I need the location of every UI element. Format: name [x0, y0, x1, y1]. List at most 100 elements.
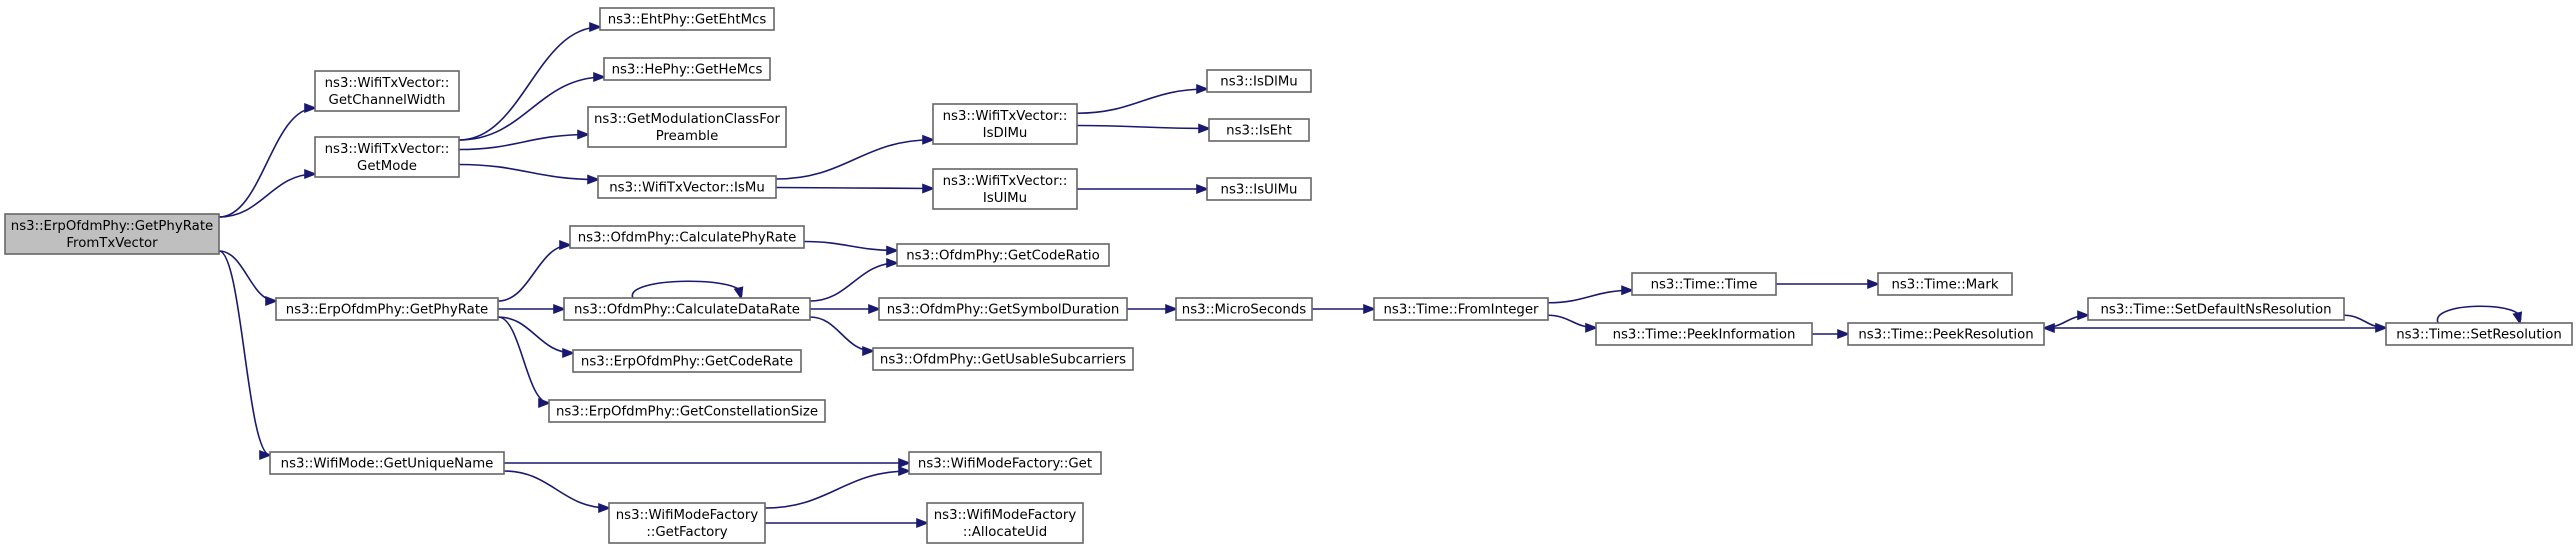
- node-getUsable[interactable]: ns3::OfdmPhy::GetUsableSubcarriers: [872, 347, 1134, 371]
- node-getUniqueName[interactable]: ns3::WifiMode::GetUniqueName: [269, 451, 505, 475]
- node-mark[interactable]: ns3::Time::Mark: [1877, 272, 2013, 296]
- node-fromInteger[interactable]: ns3::Time::FromInteger: [1373, 297, 1549, 321]
- node-calcPhyRate[interactable]: ns3::OfdmPhy::CalculatePhyRate: [569, 225, 805, 249]
- edge-line: [1076, 124, 1210, 130]
- edge-arrowhead: [733, 286, 744, 301]
- edge-arrowhead: [304, 103, 318, 113]
- edge-line: [631, 280, 743, 299]
- node-box: [932, 168, 1078, 210]
- edge-line: [775, 138, 934, 180]
- node-box: [1847, 322, 2045, 346]
- node-box: [1631, 272, 1777, 296]
- node-label: ::AllocateUid: [963, 525, 1047, 540]
- edge-arrowhead: [886, 245, 900, 256]
- node-getFactory[interactable]: ns3::WifiModeFactory::GetFactory: [608, 502, 766, 544]
- edge-getUniqueName-to-factoryGet: [504, 458, 912, 468]
- node-box: [563, 297, 811, 321]
- edge-setDefault-to-setRes: [2343, 314, 2389, 333]
- edge-arrowhead: [1165, 304, 1179, 314]
- node-time[interactable]: ns3::Time::Time: [1631, 272, 1777, 296]
- node-setRes[interactable]: ns3::Time::SetResolution: [2385, 322, 2573, 346]
- node-getPhyRate[interactable]: ns3::ErpOfdmPhy::GetPhyRate: [275, 297, 499, 321]
- edge-getFactory-to-allocUid: [764, 518, 930, 528]
- node-label: ns3::WifiTxVector::: [943, 174, 1068, 189]
- node-getSymDur[interactable]: ns3::OfdmPhy::GetSymbolDuration: [878, 297, 1128, 321]
- node-getMode[interactable]: ns3::WifiTxVector::GetMode: [314, 136, 460, 178]
- node-getCodeRatio[interactable]: ns3::OfdmPhy::GetCodeRatio: [896, 243, 1110, 267]
- node-label: ns3::ErpOfdmPhy::GetConstellationSize: [556, 405, 818, 420]
- edge-line: [458, 163, 599, 181]
- node-isDlMuVec[interactable]: ns3::WifiTxVector::IsDlMu: [932, 103, 1078, 145]
- node-label: ns3::Time::PeekResolution: [1858, 328, 2033, 343]
- node-isDlMu[interactable]: ns3::IsDlMu: [1206, 69, 1312, 93]
- edge-arrowhead: [2077, 310, 2091, 321]
- edge-arrowhead: [1198, 123, 1212, 134]
- node-label: ns3::GetModulationClassFor: [594, 112, 781, 127]
- node-box: [1208, 118, 1310, 142]
- node-label: ns3::ErpOfdmPhy::GetCodeRate: [581, 355, 793, 370]
- node-isUlMu[interactable]: ns3::IsUlMu: [1206, 177, 1312, 201]
- node-label: ns3::WifiModeFactory::Get: [918, 457, 1092, 472]
- edge-line: [497, 244, 571, 302]
- edge-line: [218, 173, 316, 218]
- node-isEht[interactable]: ns3::IsEht: [1208, 118, 1310, 142]
- node-label: ns3::IsEht: [1226, 124, 1292, 139]
- node-allocUid[interactable]: ns3::WifiModeFactory::AllocateUid: [926, 502, 1084, 544]
- edge-arrowhead: [1196, 84, 1210, 94]
- edge-arrowhead: [862, 346, 876, 356]
- node-erpGetConst[interactable]: ns3::ErpOfdmPhy::GetConstellationSize: [548, 399, 826, 423]
- edge-isDlMuVec-to-isEht: [1076, 123, 1212, 134]
- node-label: ::GetFactory: [646, 525, 727, 540]
- edge-line: [218, 250, 277, 302]
- node-getChannelWidth[interactable]: ns3::WifiTxVector::GetChannelWidth: [314, 70, 460, 112]
- node-box: [275, 297, 499, 321]
- edge-calcDataRate-to-getUsable: [809, 316, 876, 356]
- node-peekRes[interactable]: ns3::Time::PeekResolution: [1847, 322, 2045, 346]
- edge-getPhyRate-to-erpGetCodeRate: [497, 316, 576, 358]
- node-microSeconds[interactable]: ns3::MicroSeconds: [1175, 297, 1313, 321]
- node-box: [572, 349, 802, 373]
- node-label: ns3::Time::PeekInformation: [1613, 328, 1796, 343]
- edge-getMode-to-isMu: [458, 163, 601, 185]
- node-peekInfo[interactable]: ns3::Time::PeekInformation: [1595, 322, 1813, 346]
- edge-arrowhead: [898, 458, 912, 468]
- node-label: ns3::Time::Mark: [1891, 278, 1998, 293]
- edge-arrowhead: [886, 258, 900, 268]
- edge-time-to-mark: [1776, 279, 1881, 289]
- node-getEhtMcs[interactable]: ns3::EhtPhy::GetEhtMcs: [599, 7, 775, 31]
- edge-calcDataRate-to-getCodeRatio: [809, 258, 900, 302]
- edge-arrowhead: [593, 72, 607, 82]
- edge-line: [458, 76, 605, 141]
- edge-peekInfo-to-peekRes: [1812, 329, 1851, 339]
- node-label: ns3::WifiTxVector::: [325, 142, 450, 157]
- edge-calcDataRate-to-getSymDur: [810, 304, 882, 314]
- edge-line: [1547, 289, 1633, 304]
- node-box: [908, 451, 1102, 475]
- edge-getPhyRate-to-calcPhyRate: [497, 240, 573, 302]
- node-factoryGet[interactable]: ns3::WifiModeFactory::Get: [908, 451, 1102, 475]
- node-box: [1373, 297, 1549, 321]
- node-label: ns3::WifiTxVector::IsMu: [609, 181, 765, 196]
- edge-calcDataRate-to-calcDataRate: [631, 280, 744, 301]
- node-label: ns3::WifiTxVector::: [943, 109, 1068, 124]
- node-isMu[interactable]: ns3::WifiTxVector::IsMu: [597, 175, 777, 199]
- node-label: ns3::ErpOfdmPhy::GetPhyRate: [11, 219, 213, 234]
- node-erpGetCodeRate[interactable]: ns3::ErpOfdmPhy::GetCodeRate: [572, 349, 802, 373]
- node-isUlMuVec[interactable]: ns3::WifiTxVector::IsUlMu: [932, 168, 1078, 210]
- edge-arrowhead: [2041, 323, 2055, 333]
- node-box: [896, 243, 1110, 267]
- node-box: [269, 451, 505, 475]
- edge-getMode-to-getEhtMcs: [458, 22, 603, 141]
- edge-root-to-getUniqueName: [218, 250, 273, 460]
- edge-line: [2436, 305, 2522, 324]
- node-setDefault[interactable]: ns3::Time::SetDefaultNsResolution: [2087, 297, 2345, 321]
- edge-arrowhead: [868, 304, 882, 314]
- edge-isMu-to-isUlMuVec: [775, 183, 936, 194]
- node-box: [314, 136, 460, 178]
- node-calcDataRate[interactable]: ns3::OfdmPhy::CalculateDataRate: [563, 297, 811, 321]
- edge-getPhyRate-to-erpGetConst: [497, 316, 552, 408]
- edge-arrowhead: [562, 348, 576, 358]
- node-getHeMcs[interactable]: ns3::HePhy::GetHeMcs: [603, 57, 771, 81]
